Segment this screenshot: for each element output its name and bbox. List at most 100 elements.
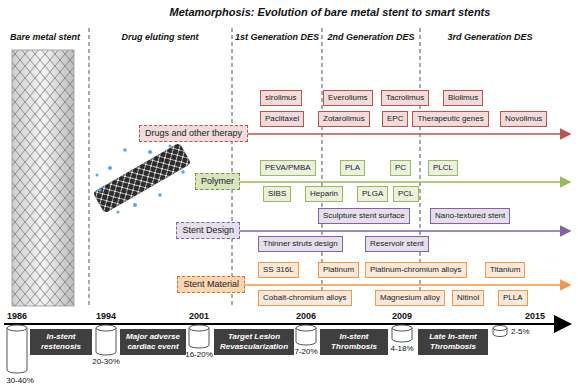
node-text: Cobalt-chromium alloys — [263, 293, 347, 303]
node-text: Major adverse cardiac event — [124, 332, 182, 352]
timeline-axis — [4, 323, 570, 325]
item-box: Reservoir stent — [365, 236, 429, 252]
year-label: 2009 — [392, 311, 412, 321]
node-text: Polymer — [201, 176, 234, 187]
year-label: 1986 — [7, 311, 27, 321]
item-box: Thinner struts design — [258, 236, 343, 252]
percent-label: 20-30% — [92, 357, 120, 366]
category-box: Stent Design — [176, 222, 240, 239]
item-box: PLCL — [428, 160, 458, 176]
event-box: Major adverse cardiac event — [120, 329, 186, 355]
node-text: Tacrolimus — [386, 93, 424, 103]
node-text: Magnesium alloy — [380, 293, 440, 303]
node-text: Stent Material — [183, 279, 239, 290]
item-box: Titanium — [485, 262, 525, 278]
column-heading: 2nd Generation DES — [327, 32, 414, 42]
rate-cylinder — [7, 325, 507, 373]
node-text: Reservoir stent — [370, 239, 424, 249]
category-box: Polymer — [195, 173, 240, 190]
item-box: SS 316L — [258, 262, 299, 278]
item-box: Platinum-chromium alloys — [365, 262, 467, 278]
item-box: Cobalt-chromium alloys — [258, 290, 352, 306]
item-box: Biolimus — [443, 90, 483, 106]
node-text: Nitinol — [457, 293, 479, 303]
node-text: PLA — [345, 163, 360, 173]
percent-label: 7-20% — [294, 347, 317, 356]
item-box: PCL — [393, 186, 419, 202]
node-text: PCL — [398, 189, 414, 199]
node-text: PLCL — [433, 163, 453, 173]
item-box: Magnesium alloy — [375, 290, 445, 306]
category-arrow — [240, 230, 570, 232]
year-label: 2015 — [525, 311, 545, 321]
bare-metal-stent — [12, 50, 74, 306]
node-text: SIBS — [268, 189, 286, 199]
percent-label: 30-40% — [6, 376, 34, 385]
item-box: Platinum — [318, 262, 359, 278]
item-box: PLA — [340, 160, 365, 176]
category-arrow — [248, 133, 570, 135]
node-text: Sculpture stent surface — [323, 211, 405, 221]
node-text: Nano-textured stent — [435, 211, 505, 221]
item-box: EPC — [382, 111, 408, 127]
item-box: Novolimus — [500, 111, 547, 127]
node-text: Zotarolimus — [323, 114, 365, 124]
node-text: Paclitaxel — [265, 114, 299, 124]
item-box: Nitinol — [452, 290, 484, 306]
event-box: In-stent Thrombosis — [320, 329, 388, 355]
item-box: sirolimus — [260, 90, 302, 106]
item-box: PLLA — [498, 290, 528, 306]
category-arrow — [245, 284, 570, 286]
node-text: In-stent restenosis — [34, 332, 88, 352]
node-text: PLLA — [503, 293, 523, 303]
item-box: SIBS — [263, 186, 291, 202]
item-box: PC — [390, 160, 411, 176]
node-text: Biolimus — [448, 93, 478, 103]
event-box: In-stent restenosis — [30, 329, 92, 355]
column-heading: Drug eluting stent — [122, 32, 199, 42]
item-box: Therapeutic genes — [412, 111, 488, 127]
column-heading: 1st Generation DES — [235, 32, 319, 42]
node-text: Target Lesion Revascularization — [218, 332, 290, 352]
node-text: Titanium — [490, 265, 520, 275]
node-text: sirolimus — [265, 93, 297, 103]
item-box: PLGA — [357, 186, 388, 202]
node-text: Thinner struts design — [263, 239, 338, 249]
node-text: EPC — [387, 114, 403, 124]
node-text: PEVA/PMBA — [265, 163, 311, 173]
item-box: Tacrolimus — [381, 90, 429, 106]
category-box: Drugs and other therapy — [139, 125, 248, 142]
node-text: PLGA — [362, 189, 383, 199]
column-heading: 3rd Generation DES — [447, 32, 532, 42]
node-text: Heparin — [310, 189, 338, 199]
node-text: Platinum-chromium alloys — [370, 265, 462, 275]
node-text: Drugs and other therapy — [145, 128, 242, 139]
item-box: Zotarolimus — [318, 111, 370, 127]
item-box: Paclitaxel — [260, 111, 304, 127]
diagram-title: Metamorphosis: Evolution of bare metal s… — [170, 6, 491, 18]
category-box: Stent Material — [177, 276, 245, 293]
node-text: Platinum — [323, 265, 354, 275]
percent-label: 4-18% — [390, 344, 413, 353]
percent-label: 2-5% — [511, 327, 530, 336]
category-arrow — [240, 181, 570, 183]
node-text: Everoliums — [328, 93, 368, 103]
event-box: Target Lesion Revascularization — [214, 329, 294, 355]
item-box: Everoliums — [323, 90, 373, 106]
year-label: 1994 — [96, 311, 116, 321]
item-box: PEVA/PMBA — [260, 160, 316, 176]
node-text: Therapeutic genes — [417, 114, 483, 124]
node-text: SS 316L — [263, 265, 294, 275]
item-box: Nano-textured stent — [430, 208, 510, 224]
item-box: Sculpture stent surface — [318, 208, 410, 224]
drug-eluting-stent — [93, 143, 192, 214]
node-text: Late In-stent Thrombosis — [422, 332, 484, 352]
node-text: Novolimus — [505, 114, 542, 124]
item-box: Heparin — [305, 186, 343, 202]
node-text: Stent Design — [182, 225, 234, 236]
year-label: 2001 — [189, 311, 209, 321]
node-text: In-stent Thrombosis — [324, 332, 384, 352]
year-label: 2006 — [296, 311, 316, 321]
event-box: Late In-stent Thrombosis — [418, 329, 488, 355]
